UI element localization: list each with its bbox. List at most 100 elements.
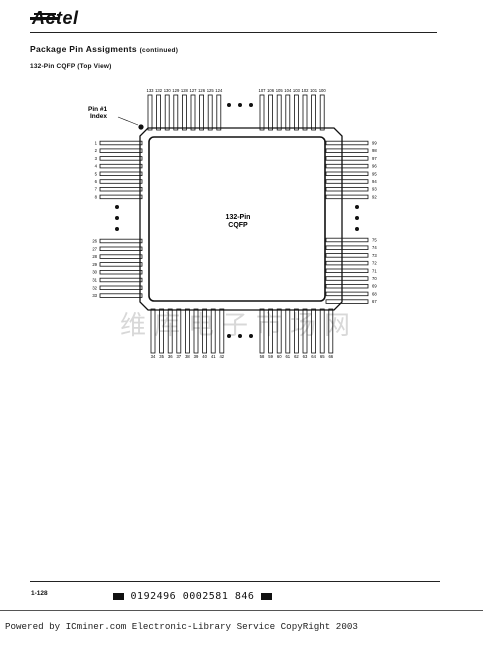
pin-number: 39: [194, 354, 199, 359]
footer-rule: [30, 581, 440, 582]
pin-lead: [99, 285, 143, 290]
pin-lead: [202, 308, 208, 354]
pin-number: 99: [372, 141, 377, 146]
pin-lead: [276, 308, 282, 354]
pin-lead: [99, 277, 143, 283]
pin-number: 30: [92, 270, 97, 275]
pin-number: 31: [92, 278, 97, 283]
title-text: Package Pin Assigments: [30, 44, 137, 54]
pin-number: 38: [185, 354, 190, 359]
pin-lead: [268, 308, 274, 354]
ellipsis-dot: [238, 334, 242, 338]
pin-number: 129: [172, 88, 180, 93]
pin-lead: [181, 94, 187, 131]
pin-number: 101: [310, 88, 318, 93]
pin-lead: [325, 194, 369, 200]
pin-number: 40: [202, 354, 207, 359]
pin-lead: [99, 163, 143, 169]
pin-lead: [99, 254, 143, 259]
logo: Actel: [32, 8, 79, 28]
pin-lead: [199, 94, 205, 131]
pin-number: 58: [260, 354, 265, 359]
pin-number: 62: [294, 354, 299, 359]
pin-number: 5: [95, 171, 98, 176]
pin-lead: [319, 308, 325, 354]
pin1-leader-line: [117, 116, 139, 126]
pin-lead: [276, 94, 282, 131]
pin-number: 92: [372, 194, 377, 199]
ellipsis-dot: [355, 216, 359, 220]
pin-lead: [99, 246, 143, 251]
pin-number: 26: [92, 239, 97, 244]
pin-number: 27: [92, 246, 97, 251]
footer-divider: [0, 610, 483, 611]
pin-number: 3: [95, 156, 98, 161]
pin-lead: [302, 94, 308, 131]
pin-lead: [164, 94, 170, 131]
pin-number: 98: [372, 148, 377, 153]
barcode: 0192496 0002581 846: [113, 591, 272, 602]
pin-number: 64: [311, 354, 316, 359]
pin-lead: [285, 308, 291, 354]
pin-number: 104: [284, 88, 292, 93]
pin-lead: [285, 94, 291, 131]
pin-lead: [99, 269, 143, 275]
ellipsis-dot: [227, 334, 231, 338]
pin-number: 72: [372, 261, 377, 266]
pin-number: 133: [147, 88, 155, 93]
pin-number: 65: [320, 354, 325, 359]
pin-number: 68: [372, 291, 377, 296]
pin-number: 60: [277, 354, 282, 359]
pin-lead: [99, 179, 143, 184]
pin-number: 6: [95, 179, 98, 184]
pin-lead: [219, 308, 225, 354]
pin-number: 29: [92, 262, 97, 267]
pin-lead: [99, 148, 143, 153]
pin-lead: [325, 171, 369, 176]
pin-number: 66: [328, 354, 333, 359]
pin-number: 71: [372, 268, 377, 273]
pin-lead: [216, 94, 222, 131]
pin-lead: [99, 262, 143, 267]
footer-text: Powered by ICminer.com Electronic-Librar…: [5, 621, 358, 632]
pin-number: 37: [176, 354, 181, 359]
pin-number: 74: [372, 245, 377, 250]
pin-number: 32: [92, 285, 97, 290]
pin-number: 106: [267, 88, 275, 93]
pin-lead: [325, 163, 369, 169]
pin-lead: [325, 253, 369, 258]
pin-number: 61: [285, 354, 290, 359]
pin-number: 36: [168, 354, 173, 359]
ellipsis-dot: [115, 205, 119, 209]
ellipsis-dot: [249, 334, 253, 338]
pin-number: 67: [372, 299, 377, 304]
ellipsis-dot: [249, 103, 253, 107]
pin-lead: [159, 308, 165, 354]
pin-lead: [311, 308, 317, 354]
pin-number: 124: [215, 88, 223, 93]
pin-lead: [325, 276, 369, 281]
barcode-block: [260, 592, 272, 600]
pin-number: 126: [198, 88, 206, 93]
pin-lead: [325, 179, 369, 184]
pin-lead: [193, 308, 199, 354]
pin-lead: [167, 308, 173, 354]
pin-lead: [259, 308, 265, 354]
pin-lead: [311, 94, 317, 131]
pin-lead: [325, 186, 369, 192]
pin-lead: [210, 308, 216, 354]
pin-lead: [190, 94, 196, 131]
pin-lead: [325, 140, 369, 146]
pin-number: 35: [159, 354, 164, 359]
pin-number: 105: [276, 88, 284, 93]
pin-lead: [325, 299, 369, 304]
pin-lead: [150, 308, 156, 354]
pin-number: 107: [259, 88, 267, 93]
pin-number: 100: [319, 88, 327, 93]
pin-number: 73: [372, 253, 377, 258]
pin1-index-dot: [138, 124, 144, 130]
ellipsis-dot: [355, 205, 359, 209]
pin-number: 69: [372, 284, 377, 289]
pin-lead: [325, 156, 369, 161]
pin-lead: [99, 171, 143, 176]
